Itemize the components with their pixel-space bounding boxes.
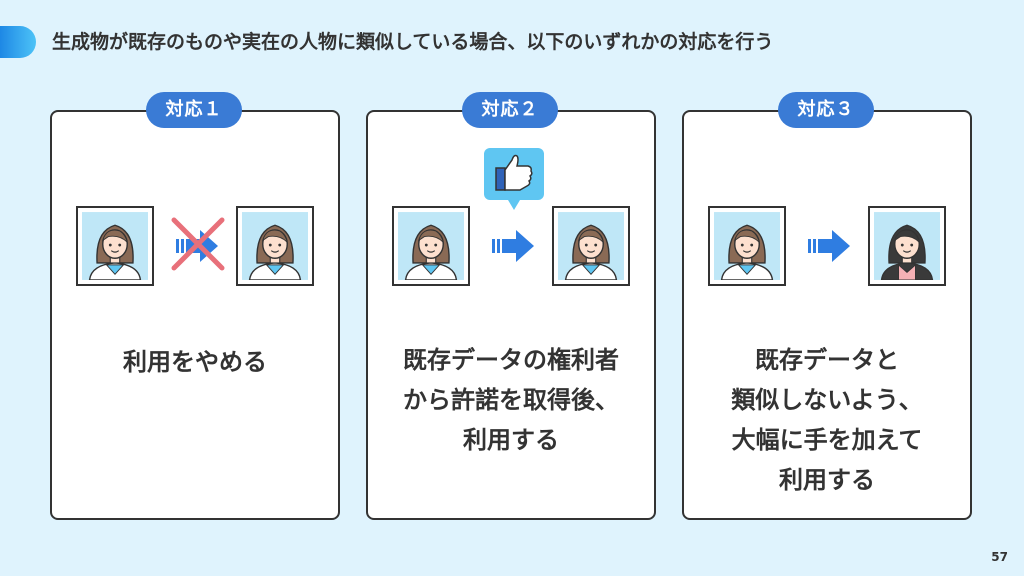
card-action-2: 既存データの権利者 から許諾を取得後、 利用する: [366, 110, 656, 520]
person-photo-icon: [392, 206, 470, 286]
card-action-3: 既存データと 類似しないよう、 大幅に手を加えて 利用する: [682, 110, 972, 520]
card-text-action-2: 既存データの権利者 から許諾を取得後、 利用する: [403, 346, 619, 454]
badge-action-3: 対応３: [778, 92, 874, 128]
arrow-right-icon: [492, 228, 536, 264]
illustration-action-3: [684, 202, 974, 292]
page-number: 57: [991, 550, 1008, 564]
cross-icon: [171, 217, 225, 271]
page-title: 生成物が既存のものや実在の人物に類似している場合、以下のいずれかの対応を行う: [52, 31, 774, 53]
illustration-action-2: [368, 202, 658, 292]
person-photo-icon: [76, 206, 154, 286]
badge-action-2: 対応２: [462, 92, 558, 128]
illustration-action-1: [52, 202, 342, 292]
thumbs-up-icon: [495, 154, 533, 191]
arrow-right-icon: [808, 228, 852, 264]
person-photo-icon: [552, 206, 630, 286]
person-photo-icon: [708, 206, 786, 286]
person-photo-icon-modified: [868, 206, 946, 286]
thumbs-up-bubble: [484, 148, 544, 210]
badge-action-1: 対応１: [146, 92, 242, 128]
card-text-action-3: 既存データと 類似しないよう、 大幅に手を加えて 利用する: [731, 346, 923, 494]
card-action-1: 利用をやめる: [50, 110, 340, 520]
card-text-action-1: 利用をやめる: [123, 348, 267, 376]
title-accent-bar: [0, 26, 36, 58]
person-photo-icon: [236, 206, 314, 286]
